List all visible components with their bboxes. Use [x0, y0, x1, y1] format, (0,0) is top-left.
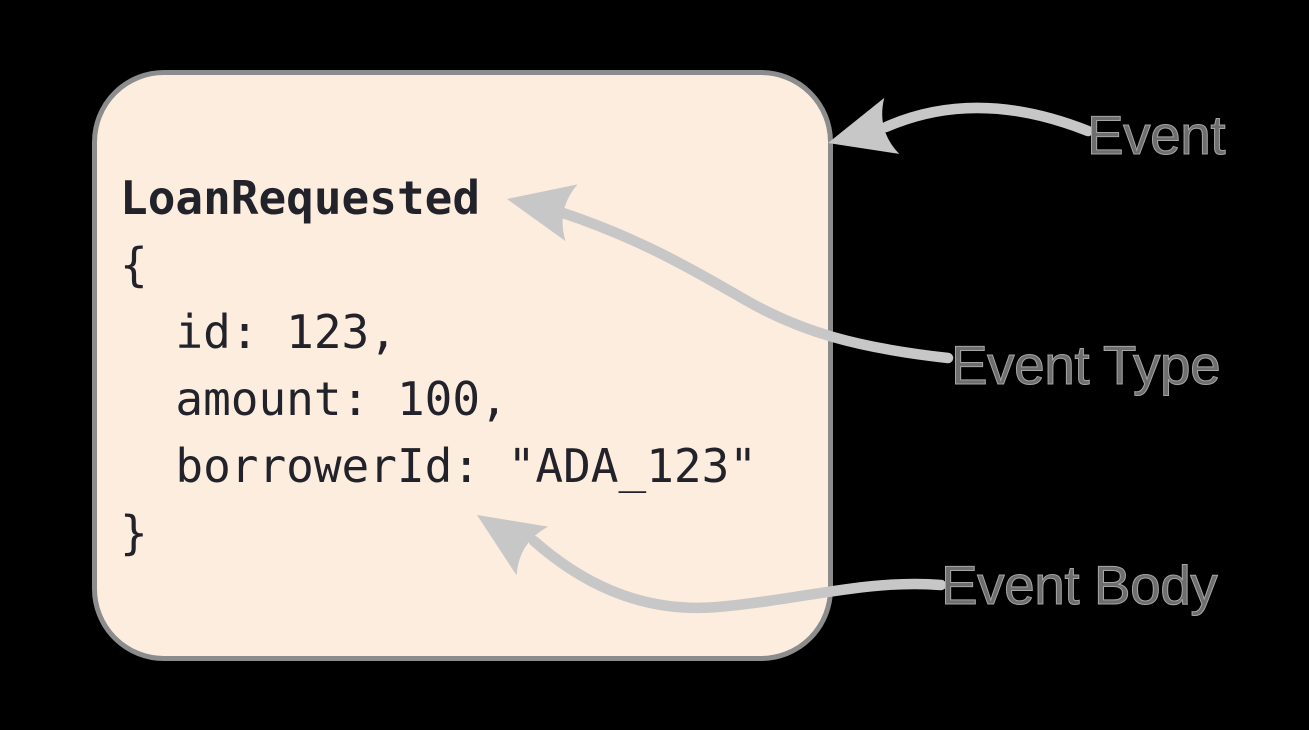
event-box: LoanRequested { id: 123, amount: 100, bor…: [92, 70, 833, 661]
label-event: Event: [1086, 104, 1226, 167]
label-event-type: Event Type: [950, 334, 1221, 397]
event-type-name: LoanRequested: [120, 171, 481, 225]
code-line: amount: 100,: [120, 372, 508, 426]
event-code: LoanRequested { id: 123, amount: 100, bor…: [120, 165, 757, 567]
arrow-shaft: [880, 102, 1094, 137]
code-line: id: 123,: [120, 305, 397, 359]
code-line: borrowerId: "ADA_123": [120, 439, 757, 493]
label-event-body: Event Body: [940, 554, 1218, 617]
code-line: {: [120, 238, 148, 292]
arrow-event: [828, 97, 1094, 154]
code-line: }: [120, 506, 148, 560]
